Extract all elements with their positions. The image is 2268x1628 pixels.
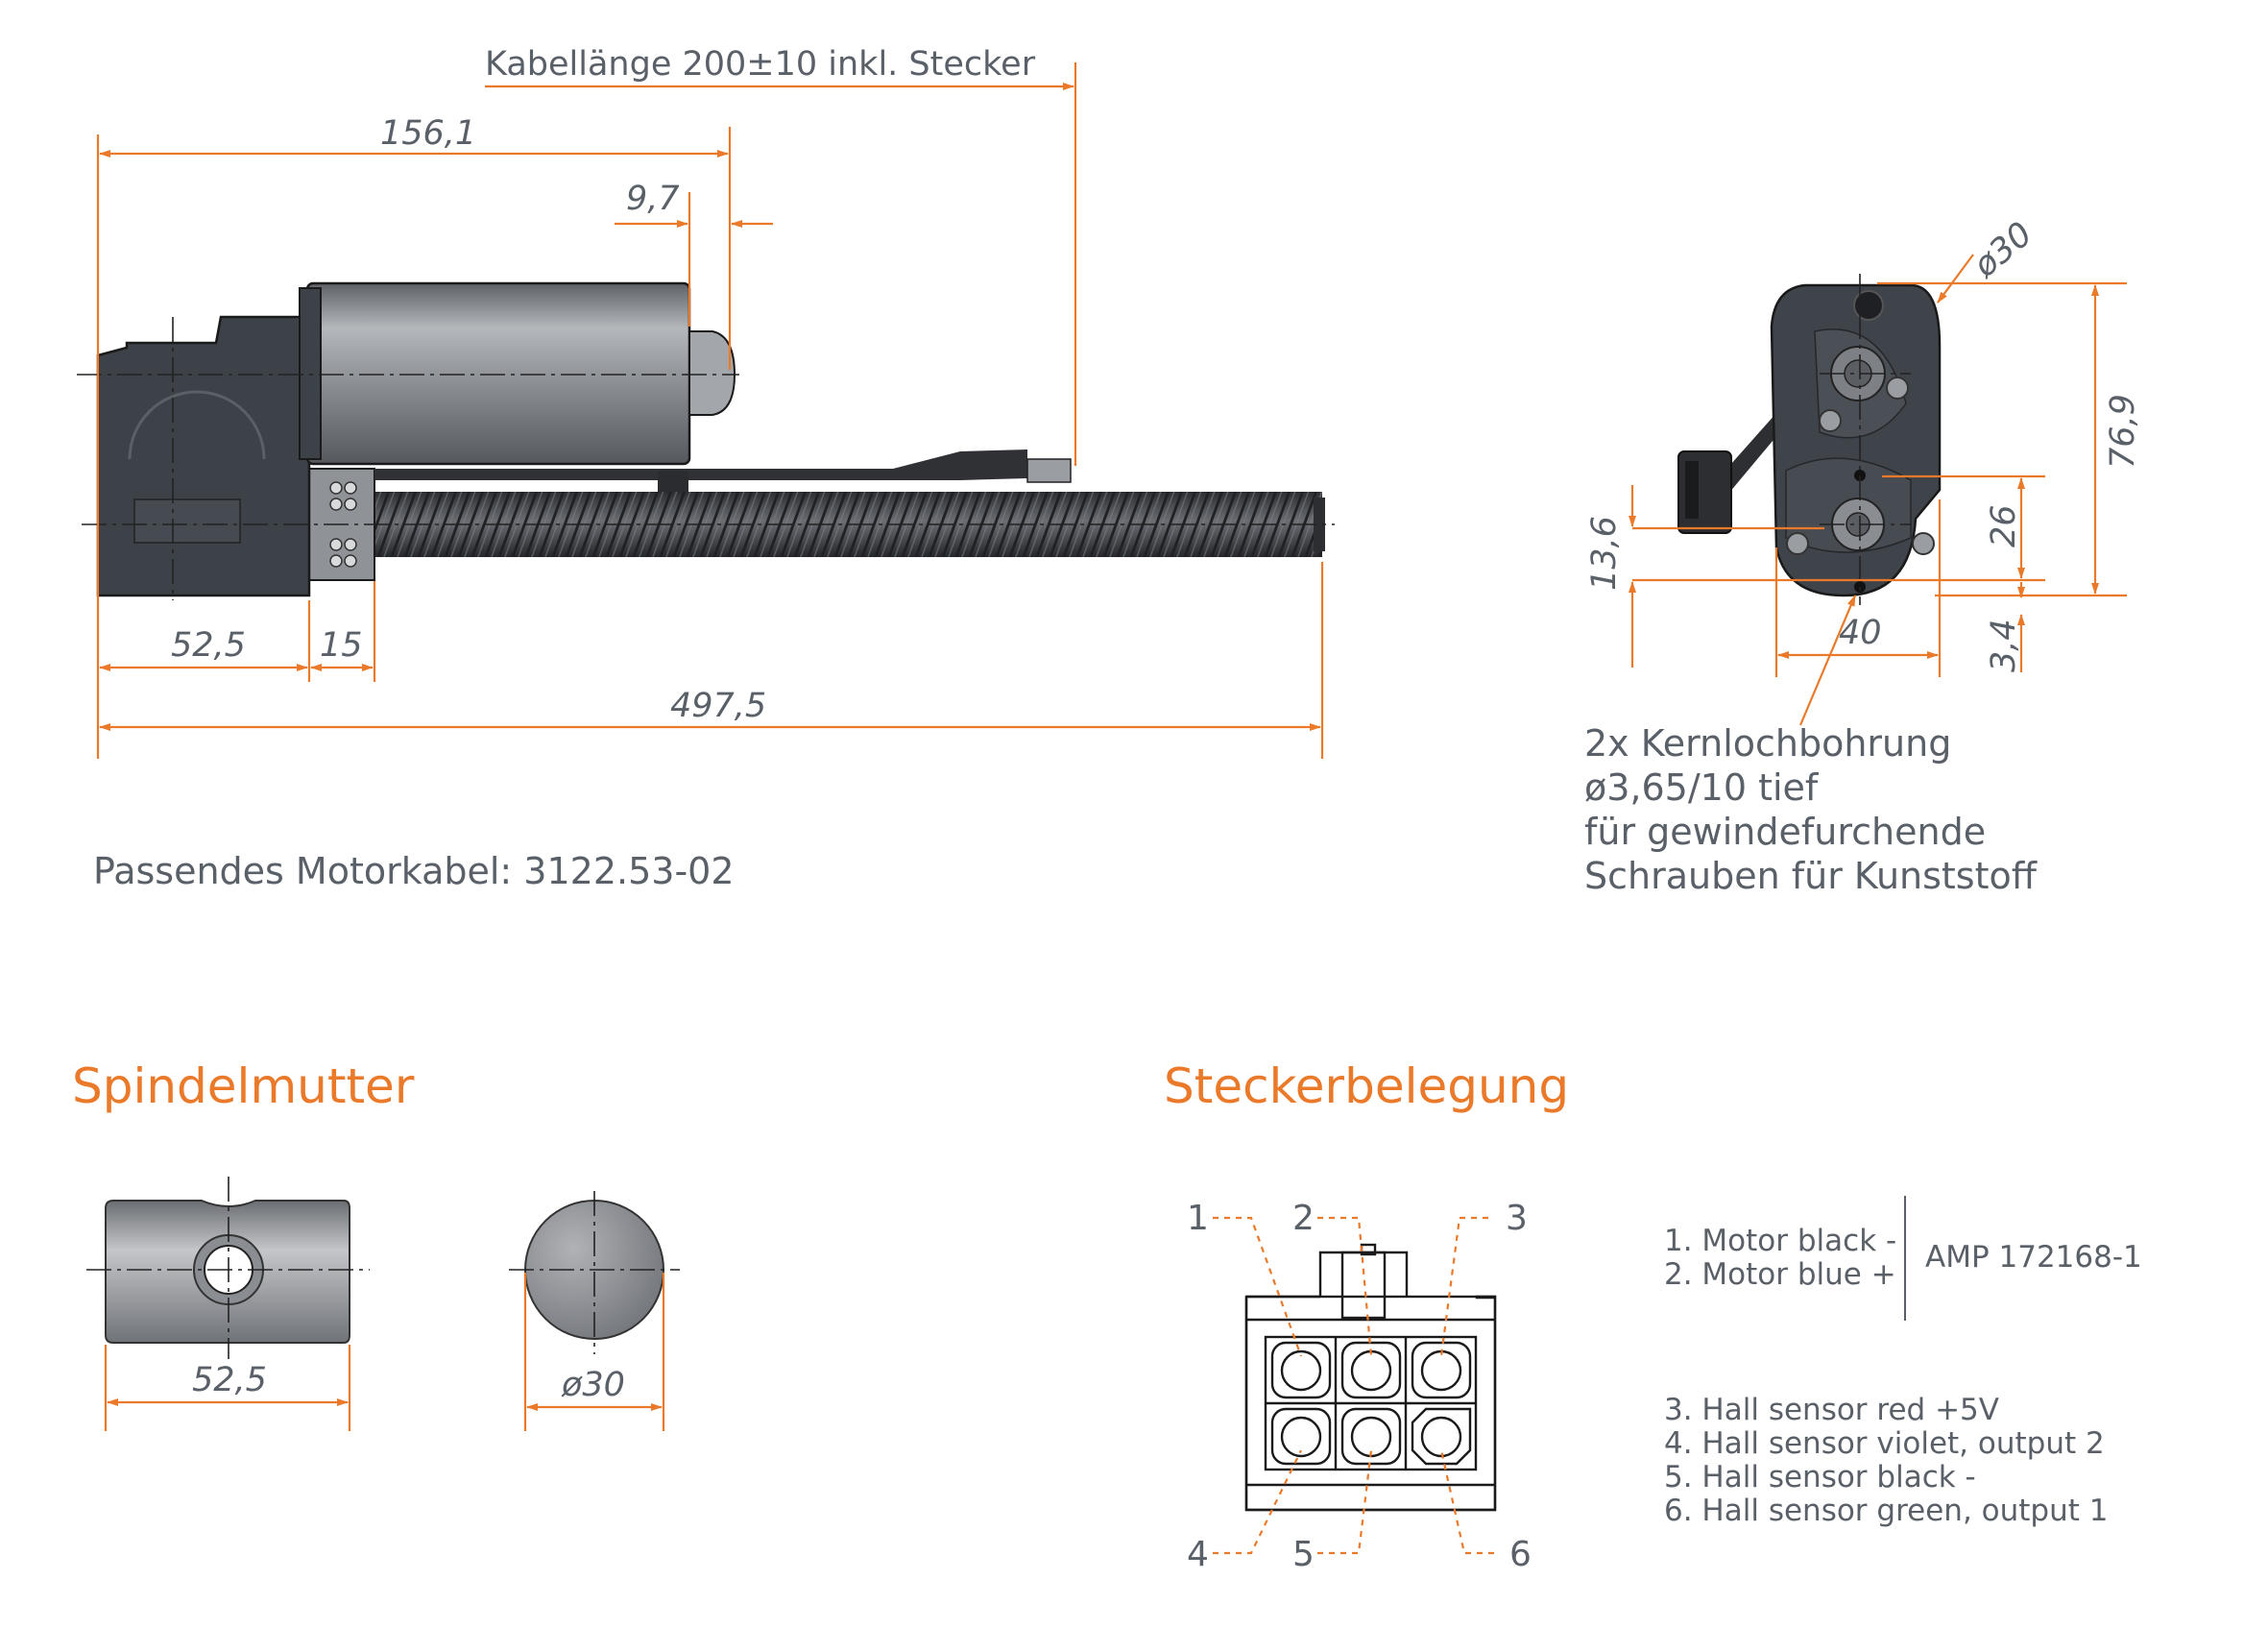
bore-note-line: ø3,65/10 tief bbox=[1584, 766, 1820, 809]
width-label: 40 bbox=[1839, 614, 1882, 652]
end-view bbox=[1677, 274, 1942, 605]
pin-label-3: 3 bbox=[1506, 1199, 1528, 1238]
motor-flange bbox=[299, 287, 322, 460]
side-view bbox=[77, 281, 1335, 600]
connector-pins bbox=[1270, 1341, 1472, 1466]
hall-pin-line: 6. Hall sensor green, output 1 bbox=[1664, 1494, 2108, 1528]
spindle-nut-end: ø30 bbox=[509, 1191, 680, 1431]
pin-label-2: 2 bbox=[1292, 1199, 1315, 1238]
screw-1 bbox=[1886, 377, 1909, 400]
connector-drawing: 1 2 3 4 5 6 bbox=[1187, 1199, 1532, 1574]
pin-leaders bbox=[1213, 1216, 1494, 1555]
cable-clip bbox=[658, 471, 688, 492]
pin-label-5: 5 bbox=[1292, 1535, 1315, 1574]
screw-3 bbox=[1786, 532, 1809, 555]
hall-pin-line: 3. Hall sensor red +5V bbox=[1664, 1393, 1999, 1427]
connector-body bbox=[1244, 1295, 1497, 1512]
hall-pin-line: 5. Hall sensor black - bbox=[1664, 1460, 1976, 1494]
height-label: 76,9 bbox=[2104, 394, 2142, 469]
length-156-label: 156,1 bbox=[380, 114, 476, 153]
motor-pin-line: 2. Motor blue + bbox=[1664, 1257, 1896, 1292]
connector-part-number: AMP 172168-1 bbox=[1925, 1240, 2142, 1275]
screw-2 bbox=[1819, 409, 1842, 432]
side-view-dimensions: Kabellänge 200±10 inkl. Stecker 156,1 9,… bbox=[96, 45, 1324, 759]
cap-length-label: 9,7 bbox=[626, 180, 680, 218]
pin-label-1: 1 bbox=[1187, 1199, 1209, 1238]
bearing-balls bbox=[329, 481, 357, 568]
bottom-offset-label: 3,4 bbox=[1985, 619, 2023, 672]
end-view-dimensions: ø30 76,9 26 3,4 13,6 40 bbox=[1585, 215, 2142, 726]
bore-note: 2x Kernlochbohrung ø3,65/10 tief für gew… bbox=[1584, 722, 2038, 897]
spindle-nut-heading: Spindelmutter bbox=[72, 1058, 415, 1114]
motor-diameter-label: ø30 bbox=[1966, 215, 2039, 286]
end-cable-plug-slot bbox=[1685, 461, 1699, 519]
screw-4 bbox=[1912, 532, 1935, 555]
axis-offset-label: 13,6 bbox=[1585, 516, 1624, 591]
spindle-end bbox=[1314, 498, 1325, 551]
total-length-label: 497,5 bbox=[670, 687, 766, 725]
connector-latch bbox=[1318, 1251, 1409, 1297]
spindle-nut-side: 52,5 bbox=[86, 1177, 370, 1431]
bearing-length-label: 15 bbox=[320, 626, 363, 665]
pin-assignment: 1. Motor black - 2. Motor blue + AMP 172… bbox=[1664, 1196, 2142, 1528]
top-screw bbox=[1853, 290, 1884, 321]
bore-note-line: Schrauben für Kunststoff bbox=[1584, 855, 2038, 897]
motor-endcap bbox=[688, 330, 736, 416]
connector-heading: Steckerbelegung bbox=[1164, 1058, 1569, 1114]
bore-note-line: 2x Kernlochbohrung bbox=[1584, 722, 1951, 765]
pin-label-6: 6 bbox=[1509, 1535, 1532, 1574]
nut-diameter-label: ø30 bbox=[561, 1366, 625, 1404]
bore-note-line: für gewindefurchende bbox=[1584, 811, 1986, 853]
pin-label-4: 4 bbox=[1187, 1535, 1209, 1574]
hall-pin-line: 4. Hall sensor violet, output 2 bbox=[1664, 1426, 2105, 1461]
cable-length-label: Kabellänge 200±10 inkl. Stecker bbox=[485, 45, 1036, 84]
gearbox-length-label: 52,5 bbox=[171, 626, 246, 665]
nut-length-label: 52,5 bbox=[192, 1361, 267, 1399]
motor-cable bbox=[374, 450, 1027, 480]
motor-pin-line: 1. Motor black - bbox=[1664, 1224, 1896, 1258]
motor-can bbox=[305, 281, 691, 466]
cable-note: Passendes Motorkabel: 3122.53-02 bbox=[93, 850, 735, 892]
axis-distance-label: 26 bbox=[1985, 504, 2023, 547]
gearbox-arc bbox=[128, 390, 266, 460]
gearbox-boss bbox=[133, 498, 241, 544]
cable-connector bbox=[1026, 458, 1072, 483]
